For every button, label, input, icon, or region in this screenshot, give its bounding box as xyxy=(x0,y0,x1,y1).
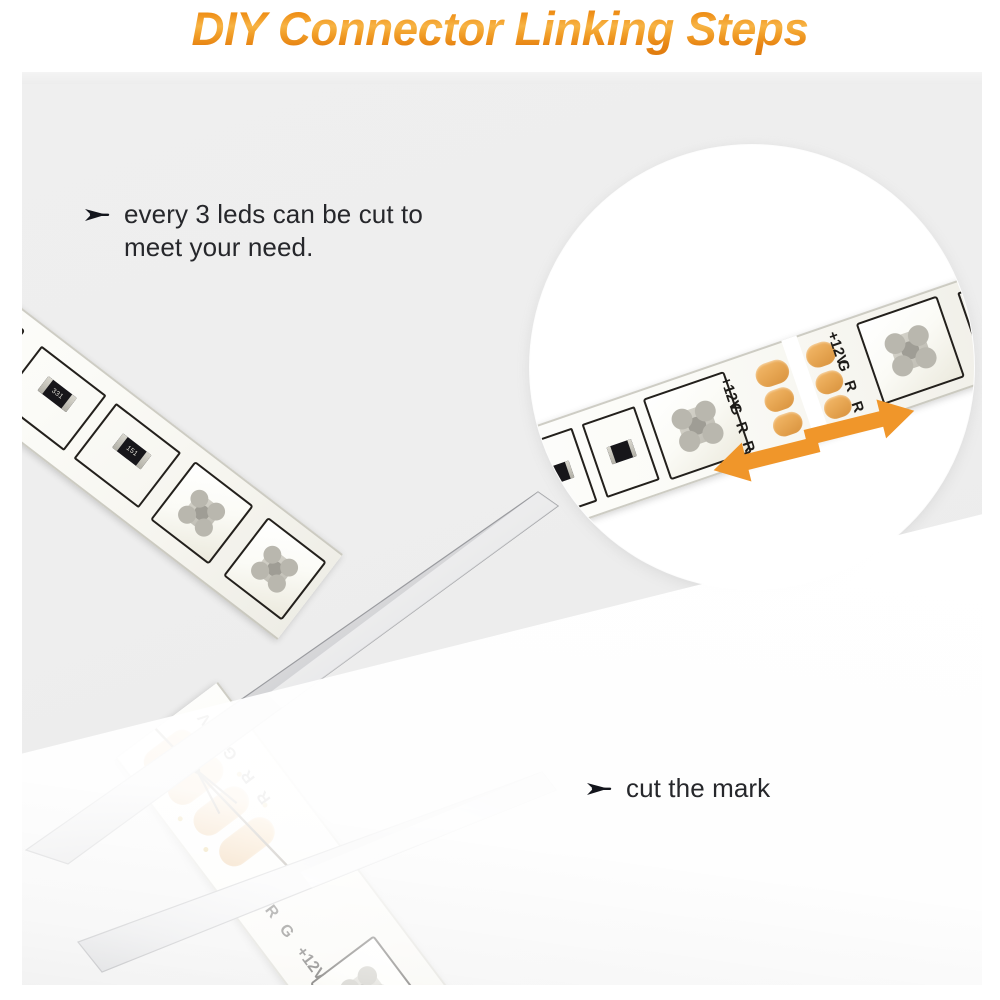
photo-top-band xyxy=(22,72,982,84)
callout-cut-the-mark-text: cut the mark xyxy=(626,773,771,803)
page-title: DIY Connector Linking Steps xyxy=(15,0,985,62)
solder-pad xyxy=(761,384,798,415)
silk-label-r-right: R xyxy=(840,378,861,395)
callout-cut-the-mark: cut the mark xyxy=(586,772,906,805)
arrow-right-bullet-icon xyxy=(587,783,612,795)
resistor-pad-frame xyxy=(957,275,974,367)
solder-pad xyxy=(752,356,793,391)
separate-right-arrow xyxy=(803,399,915,446)
arrow-right-bullet-icon xyxy=(85,209,110,221)
magnified-cut-point-inset: +12V G R R +12V G R R xyxy=(530,145,974,589)
led-chip xyxy=(887,327,934,374)
led-package xyxy=(855,295,965,405)
product-photo: 331 151 +12V G R R xyxy=(22,72,982,985)
callout-cut-spacing-text: every 3 leds can be cut to meet your nee… xyxy=(124,199,423,263)
callout-cut-spacing: every 3 leds can be cut to meet your nee… xyxy=(84,198,514,265)
separate-left-arrow xyxy=(713,436,821,482)
scissors xyxy=(24,491,560,973)
